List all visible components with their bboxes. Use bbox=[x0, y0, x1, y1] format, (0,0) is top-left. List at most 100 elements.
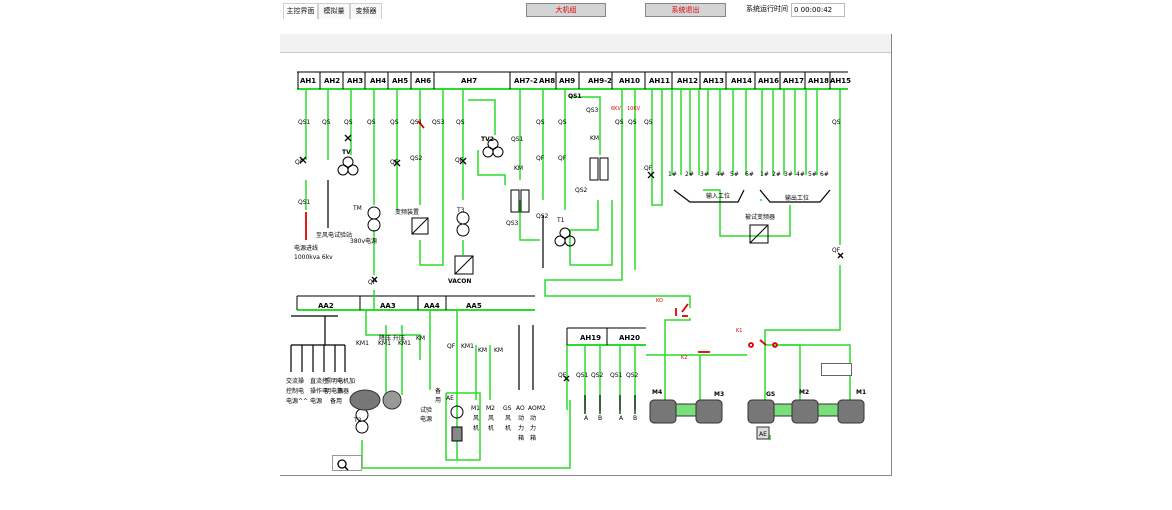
cab-ah20: AH20 bbox=[619, 334, 640, 342]
svg-text:QF: QF bbox=[368, 279, 377, 286]
zoom-button[interactable] bbox=[332, 455, 362, 471]
svg-text:QS: QS bbox=[832, 119, 841, 126]
svg-text:直流控: 直流控 bbox=[310, 377, 328, 385]
svg-text:试验: 试验 bbox=[420, 406, 432, 414]
svg-text:TV: TV bbox=[342, 149, 351, 156]
wiring-black bbox=[290, 180, 831, 414]
cab-ah7-2: AH7-2 bbox=[514, 77, 538, 85]
svg-text:4#: 4# bbox=[716, 171, 725, 178]
svg-text:AO: AO bbox=[516, 405, 525, 412]
svg-text:1#: 1# bbox=[760, 171, 769, 178]
cab-ah5: AH5 bbox=[392, 77, 408, 85]
svg-text:M4: M4 bbox=[652, 389, 662, 396]
motor-group-right bbox=[747, 399, 865, 440]
wiring-green bbox=[305, 89, 851, 469]
svg-text:5#: 5# bbox=[808, 171, 817, 178]
svg-text:GS: GS bbox=[766, 391, 775, 398]
svg-text:动: 动 bbox=[530, 415, 536, 422]
svg-text:控制电: 控制电 bbox=[286, 387, 304, 395]
cab-aa2: AA2 bbox=[318, 302, 334, 310]
svg-text:交流操: 交流操 bbox=[286, 377, 304, 385]
red-switches bbox=[305, 120, 778, 353]
svg-text:QS1: QS1 bbox=[576, 372, 589, 379]
svg-text:风: 风 bbox=[505, 415, 511, 422]
runtime-label: 系统运行时间 bbox=[746, 5, 788, 13]
svg-text:电源: 电源 bbox=[310, 397, 322, 405]
svg-text:输入工位: 输入工位 bbox=[706, 192, 730, 200]
cab-ah7: AH7 bbox=[461, 77, 477, 85]
tab-analog[interactable]: 模拟量 bbox=[318, 3, 350, 19]
svg-text:QS2: QS2 bbox=[536, 213, 549, 220]
svg-text:T2: T2 bbox=[353, 417, 362, 424]
svg-text:T1: T1 bbox=[556, 217, 565, 224]
svg-text:QS1: QS1 bbox=[610, 372, 623, 379]
svg-text:B: B bbox=[598, 415, 602, 422]
svg-text:QS: QS bbox=[456, 119, 465, 126]
cabinet-labels-lower: AA2 AA3 AA4 AA5 AH19 AH20 bbox=[318, 302, 640, 342]
cab-ah18: AH18 bbox=[808, 77, 829, 85]
component-labels: TV TV2 TM T3 T1 VACON T2 AE M4 M3 GS M2 … bbox=[294, 136, 866, 438]
cab-aa4: AA4 bbox=[424, 302, 440, 310]
svg-text:GS: GS bbox=[503, 405, 512, 412]
tab-main-control[interactable]: 主控界面 bbox=[283, 3, 318, 19]
svg-text:风: 风 bbox=[473, 415, 479, 422]
svg-text:QS1: QS1 bbox=[511, 136, 524, 143]
svg-text:机: 机 bbox=[473, 424, 479, 432]
cab-ah12: AH12 bbox=[677, 77, 698, 85]
svg-text:TV2: TV2 bbox=[481, 136, 494, 143]
svg-text:T3: T3 bbox=[456, 207, 465, 214]
svg-text:降压 升压: 降压 升压 bbox=[379, 334, 405, 342]
svg-text:电源^^: 电源^^ bbox=[286, 397, 308, 405]
svg-text:M1: M1 bbox=[471, 405, 480, 412]
svg-text:AE: AE bbox=[759, 431, 767, 438]
cab-ah1: AH1 bbox=[300, 77, 316, 85]
svg-text:2#: 2# bbox=[772, 171, 781, 178]
svg-text:KM1: KM1 bbox=[378, 340, 391, 347]
cab-ah6: AH6 bbox=[415, 77, 431, 85]
svg-text:KM: KM bbox=[494, 347, 503, 354]
svg-text:QS1: QS1 bbox=[568, 93, 582, 100]
svg-text:被试变频器: 被试变频器 bbox=[745, 213, 775, 221]
svg-text:AE: AE bbox=[446, 395, 454, 402]
svg-text:10KV: 10KV bbox=[627, 106, 641, 112]
exit-system-button[interactable]: 系统退出 bbox=[645, 3, 726, 17]
svg-text:KM: KM bbox=[478, 347, 487, 354]
svg-text:B: B bbox=[633, 415, 637, 422]
svg-text:QF: QF bbox=[536, 155, 545, 162]
svg-text:M2: M2 bbox=[486, 405, 495, 412]
svg-text:KM1: KM1 bbox=[398, 340, 411, 347]
svg-text:QF: QF bbox=[558, 372, 567, 379]
svg-text:1#: 1# bbox=[668, 171, 677, 178]
svg-text:QS: QS bbox=[644, 119, 653, 126]
svg-text:风: 风 bbox=[488, 415, 494, 422]
svg-text:箱: 箱 bbox=[518, 434, 524, 442]
svg-text:K1: K1 bbox=[736, 328, 742, 334]
svg-text:QF: QF bbox=[447, 343, 456, 350]
svg-text:5#: 5# bbox=[730, 171, 739, 178]
svg-text:至风电试验站: 至风电试验站 bbox=[316, 231, 352, 239]
svg-text:QS3: QS3 bbox=[506, 220, 519, 227]
svg-text:箱: 箱 bbox=[530, 434, 536, 442]
cab-ah19: AH19 bbox=[580, 334, 601, 342]
svg-text:力: 力 bbox=[518, 424, 524, 432]
svg-text:3#: 3# bbox=[784, 171, 793, 178]
svg-text:KM1: KM1 bbox=[461, 343, 474, 350]
svg-text:QS: QS bbox=[536, 119, 545, 126]
svg-text:动: 动 bbox=[518, 415, 524, 422]
cab-ah8: AH8 bbox=[539, 77, 555, 85]
svg-text:机: 机 bbox=[505, 424, 511, 432]
tab-vfd[interactable]: 变频器 bbox=[350, 3, 382, 19]
svg-text:KM1: KM1 bbox=[356, 340, 369, 347]
runtime-value: 0 00:00:42 bbox=[791, 3, 845, 17]
svg-text:QF: QF bbox=[558, 155, 567, 162]
status-box bbox=[821, 363, 852, 376]
svg-text:QS1: QS1 bbox=[298, 119, 311, 126]
start-unit-button[interactable]: 大机组 bbox=[526, 3, 606, 17]
svg-text:QS2: QS2 bbox=[591, 372, 604, 379]
svg-text:QS: QS bbox=[367, 119, 376, 126]
svg-text:QF: QF bbox=[455, 157, 464, 164]
svg-text:QF: QF bbox=[390, 159, 399, 166]
svg-text:QF: QF bbox=[295, 159, 304, 166]
cab-aa5: AA5 bbox=[466, 302, 482, 310]
svg-text:6#: 6# bbox=[820, 171, 829, 178]
